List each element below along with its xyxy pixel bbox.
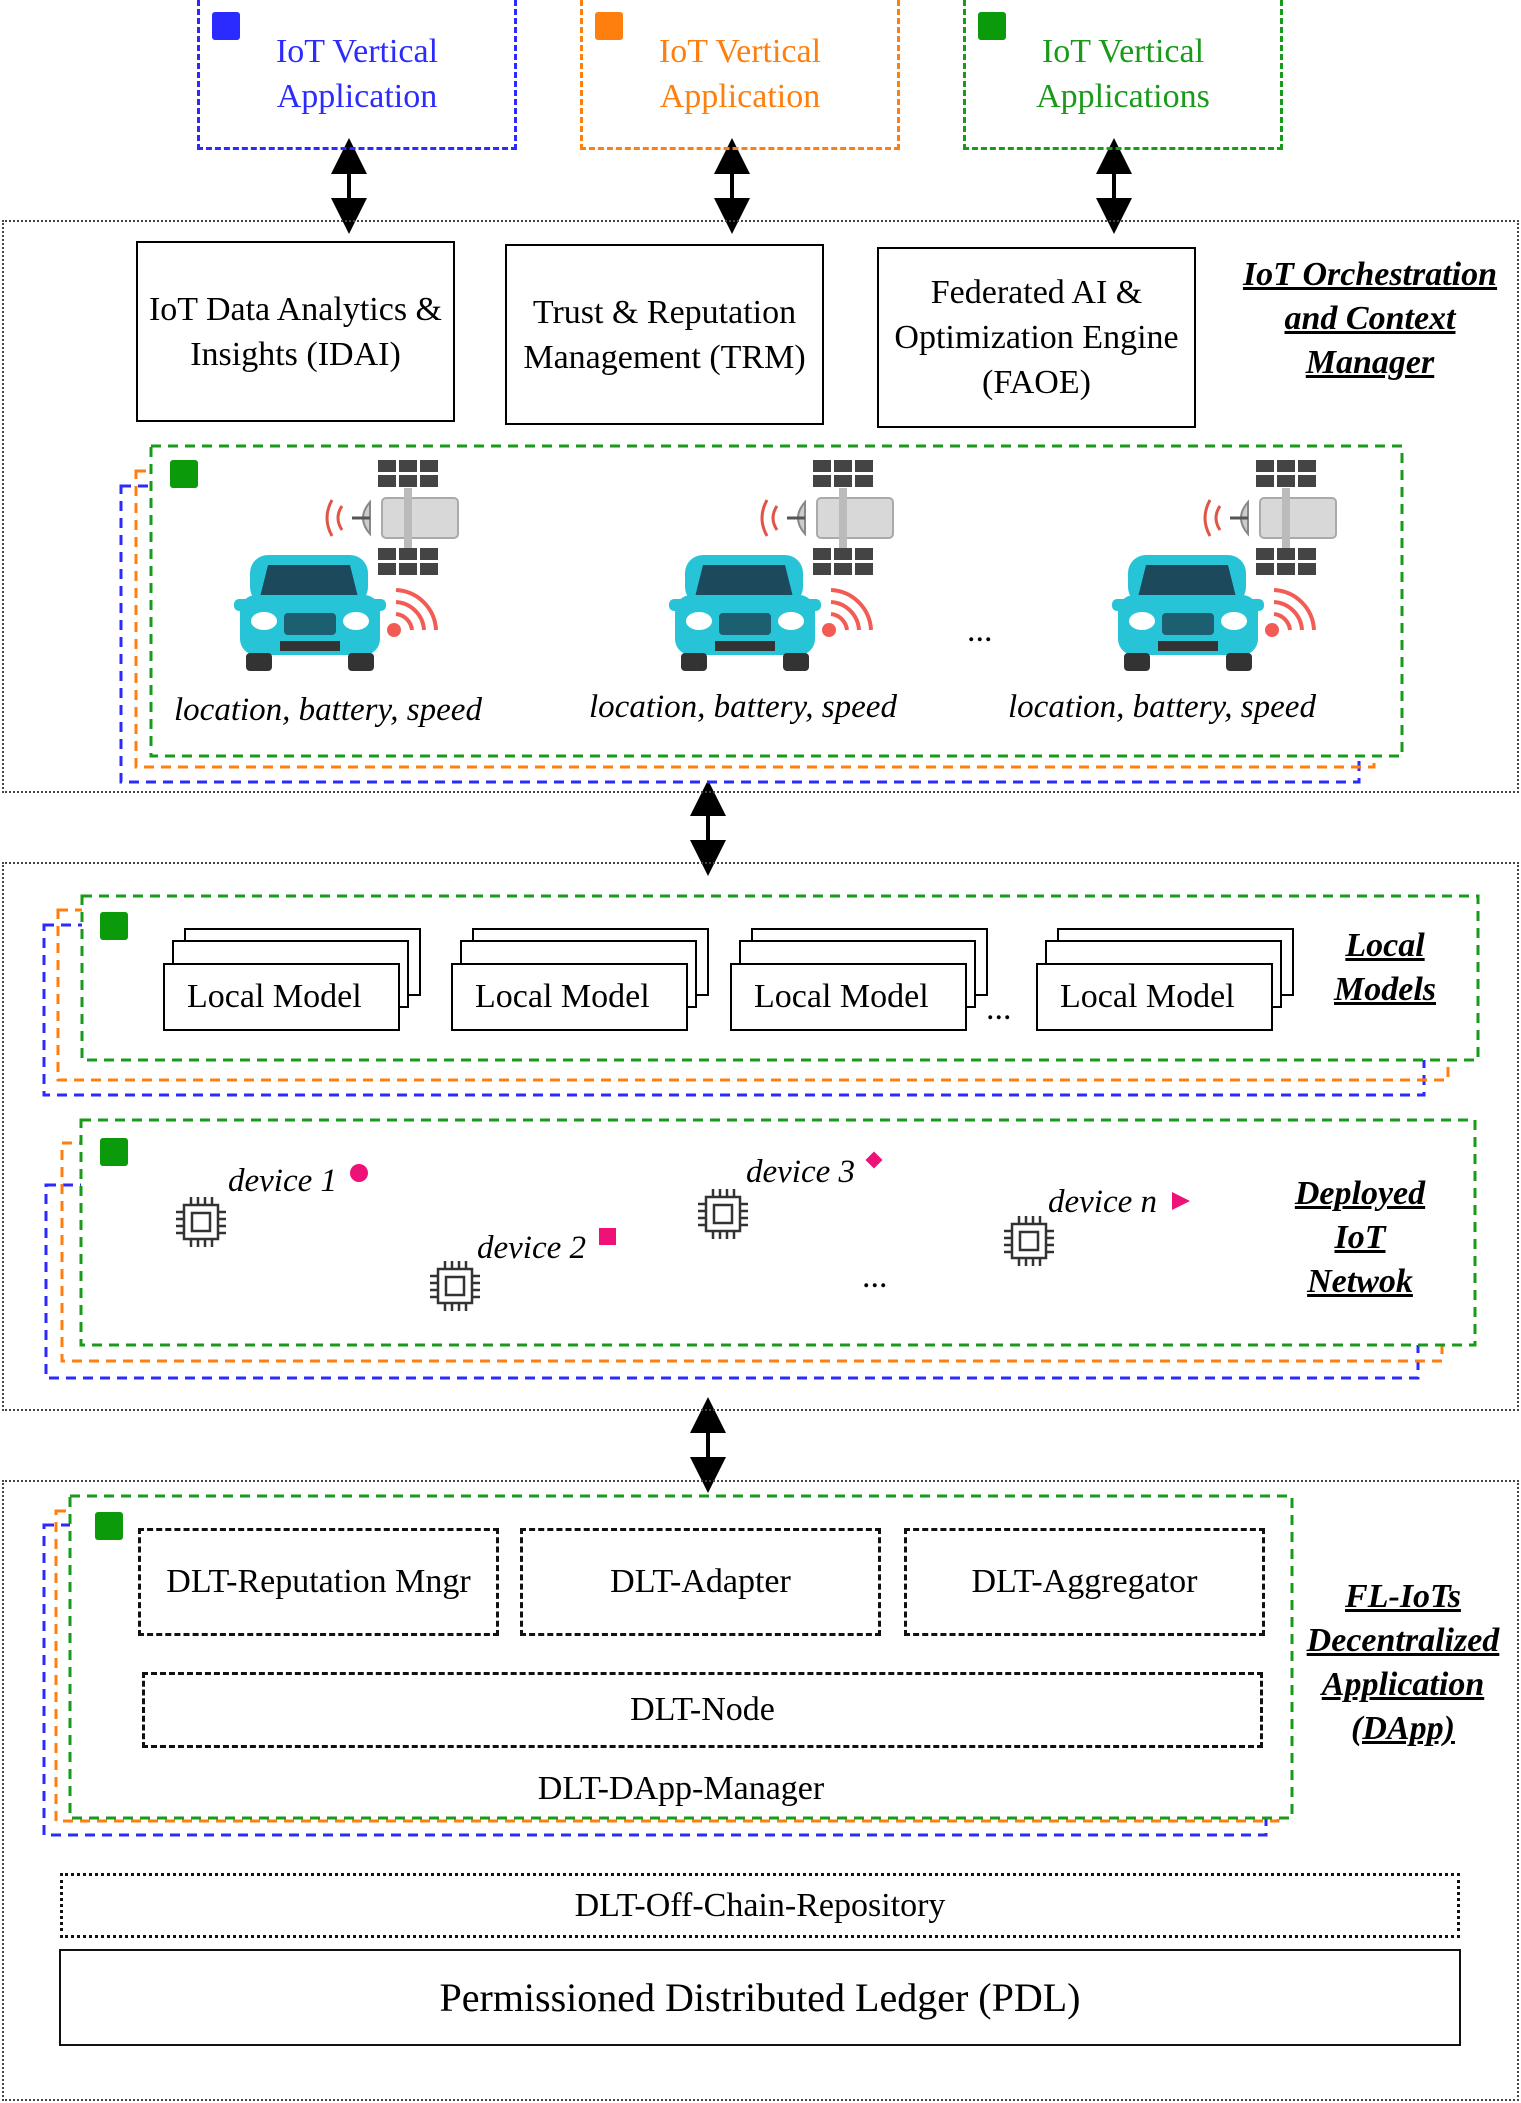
module-faoe: Federated AI & Optimization Engine (FAOE…: [877, 247, 1196, 428]
device-label: device 1: [228, 1163, 338, 1199]
vertical-app-green: IoT Vertical Applications: [963, 0, 1283, 150]
marker-triangle-icon: [1172, 1192, 1190, 1210]
title-line: IoT Orchestration: [1242, 256, 1498, 293]
title-line: FL-IoTs: [1345, 1578, 1461, 1615]
title-line: Local: [1345, 927, 1425, 964]
device-label: device 3: [746, 1154, 856, 1190]
blue-square-icon: [212, 12, 240, 40]
green-square-icon: [170, 460, 198, 488]
green-square-icon: [978, 12, 1006, 40]
marker-circle-icon: [350, 1164, 368, 1182]
app-label: Application: [659, 77, 821, 115]
green-square-icon: [100, 912, 128, 940]
title-line: Netwok: [1307, 1263, 1413, 1300]
module-line: Optimization Engine: [894, 319, 1179, 356]
local-model-1: Local Model: [163, 963, 400, 1031]
vertical-app-orange: IoT Vertical Application: [580, 0, 900, 150]
module-line: Insights (IDAI): [190, 335, 401, 373]
dapp-manager-label: DLT-DApp-Manager: [537, 1770, 825, 1807]
local-model-label: Local Model: [754, 978, 929, 1015]
title-line: (DApp): [1351, 1710, 1455, 1747]
module-line: Federated AI &: [930, 274, 1143, 311]
network-ellipsis: ...: [862, 1258, 888, 1295]
module-line: (FAOE): [982, 364, 1091, 401]
permissioned-ledger: Permissioned Distributed Ledger (PDL): [59, 1949, 1461, 2046]
app-label: Applications: [1036, 77, 1210, 115]
component-label: Permissioned Distributed Ledger (PDL): [439, 1975, 1081, 2020]
local-model-4: Local Model: [1036, 963, 1273, 1031]
component-label: DLT-Adapter: [610, 1563, 791, 1600]
device-label: device n: [1048, 1184, 1158, 1220]
network-title: Deployed IoT Netwok: [1270, 1172, 1450, 1304]
vehicle-caption: location, battery, speed: [589, 689, 897, 725]
module-line: Management (TRM): [523, 338, 806, 376]
title-line: Deployed: [1294, 1175, 1426, 1212]
vertical-app-blue: IoT Vertical Application: [197, 0, 517, 150]
component-label: DLT-Node: [630, 1691, 775, 1728]
local-model-label: Local Model: [187, 978, 362, 1015]
green-square-icon: [100, 1138, 128, 1166]
title-line: IoT: [1334, 1219, 1386, 1256]
title-line: Application: [1321, 1666, 1485, 1703]
app-label: Application: [276, 77, 438, 115]
app-label: IoT Vertical: [275, 32, 439, 70]
title-line: Decentralized: [1306, 1622, 1500, 1659]
component-label: DLT-Reputation Mngr: [166, 1563, 471, 1600]
network-stack-green: [79, 1118, 1477, 1347]
local-models-title: Local Models: [1300, 924, 1470, 1012]
local-model-2: Local Model: [451, 963, 688, 1031]
module-idai: IoT Data Analytics & Insights (IDAI): [136, 241, 455, 422]
orange-square-icon: [595, 12, 623, 40]
marker-square-icon: [599, 1228, 616, 1245]
marker-diamond-icon: [865, 1151, 883, 1169]
green-square-icon: [95, 1512, 123, 1540]
dlt-reputation-manager: DLT-Reputation Mngr: [138, 1528, 499, 1636]
component-label: DLT-Aggregator: [971, 1563, 1198, 1600]
dapp-stack-green: [68, 1494, 1294, 1820]
module-trm: Trust & Reputation Management (TRM): [505, 244, 824, 425]
vehicle-caption: location, battery, speed: [1008, 689, 1316, 725]
local-model-3: Local Model: [730, 963, 967, 1031]
dlt-aggregator: DLT-Aggregator: [904, 1528, 1265, 1636]
orchestration-region: [2, 220, 1519, 793]
models-stack-orange: [56, 908, 1450, 1082]
dlt-node: DLT-Node: [142, 1672, 1263, 1748]
off-chain-repository: DLT-Off-Chain-Repository: [60, 1873, 1460, 1938]
orchestration-title: IoT Orchestration and Context Manager: [1230, 253, 1510, 385]
device-label: device 2: [477, 1230, 587, 1266]
module-line: IoT Data Analytics &: [148, 290, 443, 328]
title-line: Models: [1334, 971, 1436, 1008]
dlt-adapter: DLT-Adapter: [520, 1528, 881, 1636]
module-line: Trust & Reputation: [532, 293, 797, 331]
title-line: and Context: [1284, 300, 1456, 337]
vehicle-ellipsis: ...: [967, 612, 993, 649]
learning-region: [2, 862, 1519, 1411]
models-ellipsis: ...: [986, 990, 1012, 1027]
title-line: Manager: [1305, 344, 1435, 381]
app-label: IoT Vertical: [1041, 32, 1205, 70]
dapp-region: [2, 1480, 1519, 2101]
local-model-label: Local Model: [1060, 978, 1235, 1015]
component-label: DLT-Off-Chain-Repository: [574, 1886, 946, 1924]
app-label: IoT Vertical: [658, 32, 822, 70]
vehicle-caption: location, battery, speed: [174, 692, 482, 728]
dapp-title: FL-IoTs Decentralized Application (DApp): [1292, 1575, 1514, 1751]
local-model-label: Local Model: [475, 978, 650, 1015]
